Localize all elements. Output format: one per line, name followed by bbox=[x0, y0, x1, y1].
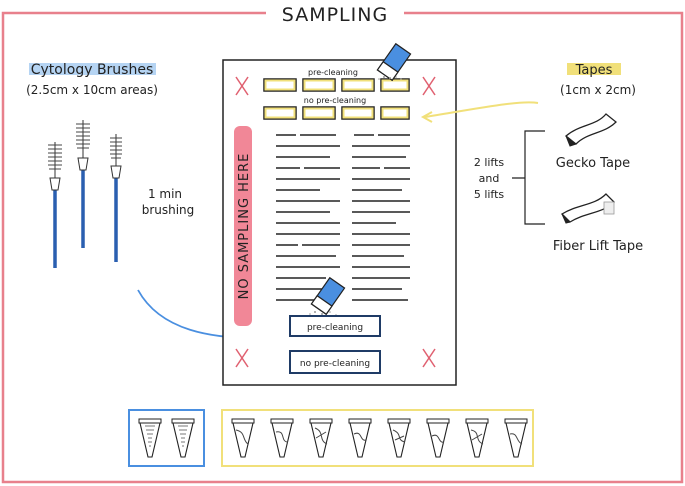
eraser-icon bbox=[376, 42, 412, 82]
brush-no-pre-cleaning-label: no pre-cleaning bbox=[300, 359, 370, 369]
no-sampling-label: NO SAMPLING HERE bbox=[237, 153, 252, 300]
gecko-tape-icon bbox=[564, 113, 617, 147]
tape-tube-icon bbox=[504, 418, 528, 458]
no-sampling-bar bbox=[234, 126, 252, 326]
tape-tube-icon bbox=[348, 418, 372, 458]
fiber-lift-tape-label: Fiber Lift Tape bbox=[553, 239, 643, 254]
tape-no-pre-cleaning-boxes bbox=[263, 106, 410, 120]
tape-tube-icon bbox=[426, 418, 450, 458]
brush-no-pre-cleaning-box bbox=[289, 350, 381, 374]
brush-tube-icon bbox=[138, 418, 162, 458]
brush-pre-cleaning-label: pre-cleaning bbox=[307, 323, 363, 333]
brush-tubes-box bbox=[128, 409, 205, 467]
eraser-icon bbox=[310, 276, 346, 316]
tape-arrow-head-icon bbox=[420, 111, 433, 123]
eraser-crumbs bbox=[378, 76, 402, 80]
tapes-highlight bbox=[567, 63, 621, 75]
tape-arrow bbox=[424, 101, 539, 118]
tape-tube-icon bbox=[465, 418, 489, 458]
brushes-title: Cytology Brushes bbox=[31, 62, 154, 78]
gecko-tape-label: Gecko Tape bbox=[556, 156, 630, 171]
tape-no-pre-cleaning-label: no pre-cleaning bbox=[304, 96, 366, 105]
brushing-line1: 1 min bbox=[148, 187, 182, 201]
brush-pre-cleaning-box bbox=[289, 315, 381, 337]
lifts-line2: and bbox=[479, 172, 500, 185]
cytology-brush-icon bbox=[48, 120, 122, 268]
tapes-title: Tapes bbox=[575, 63, 613, 78]
tape-tube-icon bbox=[387, 418, 411, 458]
tape-pre-cleaning-label: pre-cleaning bbox=[308, 68, 358, 77]
sheet-text-lines bbox=[276, 134, 410, 301]
lifts-bracket bbox=[512, 130, 545, 225]
tapes-subtitle: (1cm x 2cm) bbox=[560, 83, 636, 97]
tape-tube-icon bbox=[270, 418, 294, 458]
tape-pre-cleaning-boxes bbox=[263, 78, 410, 92]
corner-x-marks bbox=[235, 76, 436, 368]
lifts-line3: 5 lifts bbox=[474, 188, 505, 201]
outer-frame bbox=[1, 11, 684, 484]
brushes-subtitle: (2.5cm x 10cm areas) bbox=[26, 83, 158, 97]
tape-tube-icon bbox=[309, 418, 333, 458]
tape-tube-icon bbox=[231, 418, 255, 458]
page-title: SAMPLING bbox=[282, 4, 388, 26]
brushes-highlight bbox=[29, 63, 156, 75]
fiber-lift-tape-icon bbox=[560, 193, 615, 224]
lifts-line1: 2 lifts bbox=[474, 156, 505, 169]
tape-tubes-box bbox=[221, 409, 534, 467]
brushing-line2: brushing bbox=[142, 203, 195, 217]
brush-tube-icon bbox=[171, 418, 195, 458]
